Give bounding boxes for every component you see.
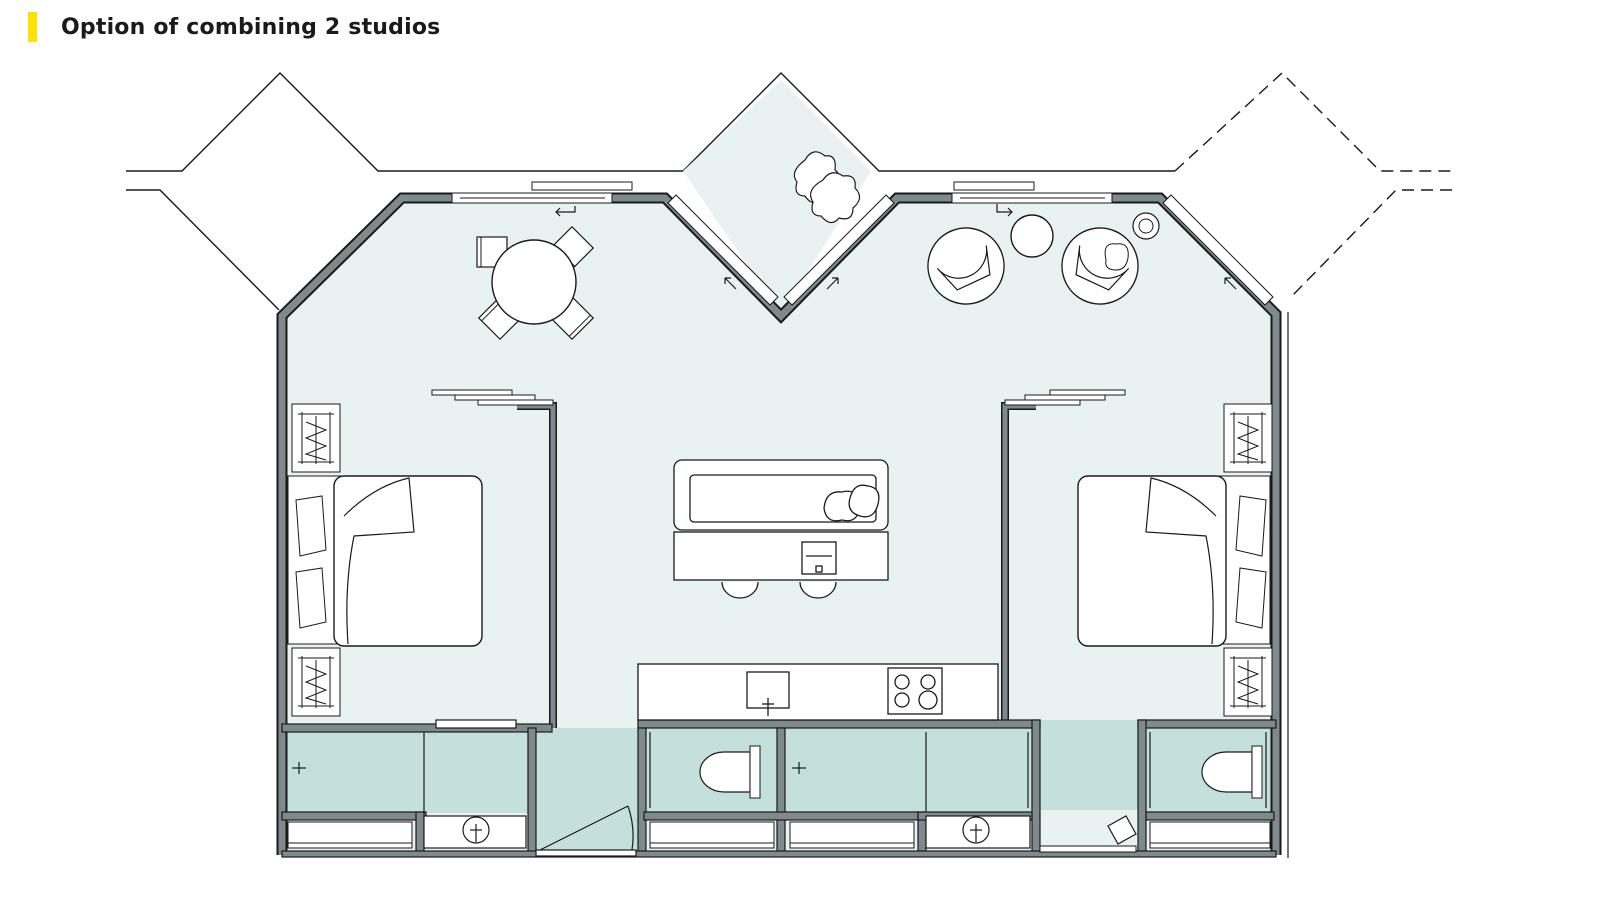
sofa — [673, 459, 889, 531]
kitchen-island — [673, 531, 889, 599]
kitchen-counter — [637, 663, 999, 721]
dining-set — [476, 226, 594, 340]
bathroom-fixtures — [292, 719, 1267, 849]
entrance-door — [535, 805, 637, 857]
lounge-chairs — [914, 212, 1160, 318]
title-accent-bar — [28, 12, 37, 42]
neighbour-balcony-dashed — [1174, 72, 1452, 299]
right-bedroom — [1077, 403, 1273, 717]
plant-icon — [793, 151, 861, 224]
wardrobes — [287, 821, 1271, 853]
title-bar: Option of combining 2 studios — [28, 12, 440, 42]
shelves — [431, 389, 1126, 406]
bathroom-floors — [284, 720, 1274, 855]
windows — [451, 181, 1274, 306]
balcony-outline — [126, 72, 1175, 311]
left-bedroom — [287, 403, 483, 717]
page-title: Option of combining 2 studios — [61, 14, 441, 40]
balcony-floor — [683, 80, 871, 314]
sliding-arrows — [555, 204, 1237, 290]
